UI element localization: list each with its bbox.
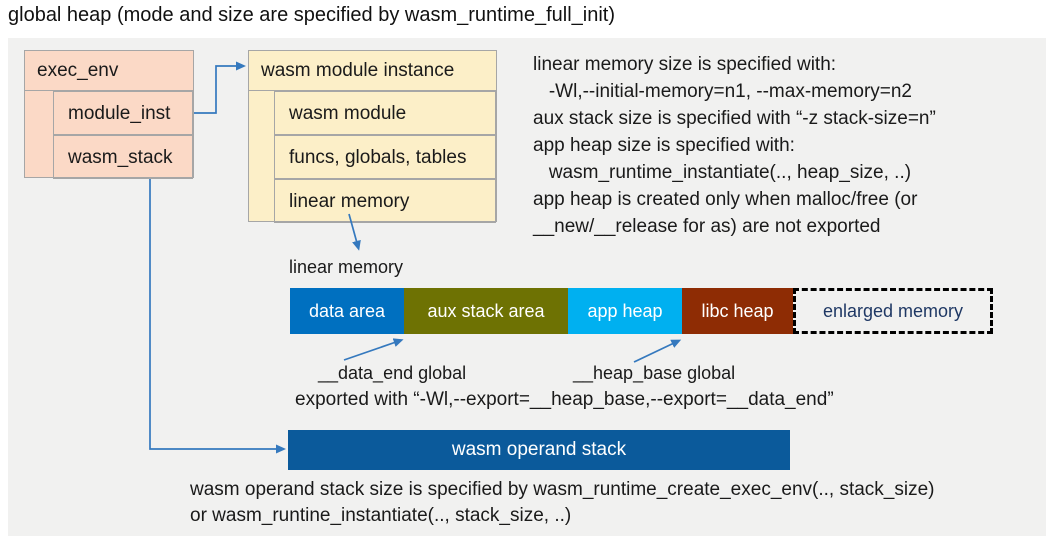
note-line: app heap size is specified with: [533, 135, 795, 156]
memory-size-notes: linear memory size is specified with: -W… [533, 51, 936, 240]
operand-stack-note-line1: wasm operand stack size is specified by … [190, 479, 935, 500]
segment-libc-heap: libc heap [682, 288, 793, 334]
wasm-operand-stack-bar: wasm operand stack [288, 430, 790, 470]
exec-env-header: exec_env [25, 51, 193, 91]
linear-memory-label: linear memory [289, 257, 404, 277]
module-instance-row-wasm-module: wasm module [274, 91, 496, 135]
operand-stack-note-line2: or wasm_runtine_instantiate(.., stack_si… [190, 505, 572, 526]
segment-data-area: data area [290, 288, 404, 334]
module-instance-row-linear-memory: linear memory [274, 179, 496, 223]
note-line: aux stack size is specified with “-z sta… [533, 108, 936, 129]
heap-base-global-label: __heap_base global [573, 363, 736, 383]
segment-aux-stack-area: aux stack area [404, 288, 568, 334]
note-line: linear memory size is specified with: [533, 54, 837, 75]
data-end-global-label: __data_end global [318, 363, 467, 383]
note-line: __new/__release for as) are not exported [533, 216, 881, 237]
operand-stack-note: wasm operand stack size is specified by … [190, 477, 935, 529]
wasm-module-instance-box: wasm module instance wasm module funcs, … [248, 50, 497, 223]
export-flags-note: exported with “-Wl,--export=__heap_base,… [295, 389, 834, 410]
page-title: global heap (mode and size are specified… [8, 4, 615, 26]
module-instance-row-funcs-globals-tables: funcs, globals, tables [274, 135, 496, 179]
wasm-module-instance-header: wasm module instance [249, 51, 496, 91]
note-line: wasm_runtime_instantiate(.., heap_size, … [533, 162, 912, 183]
segment-enlarged-memory: enlarged memory [793, 288, 993, 334]
note-line: app heap is created only when malloc/fre… [533, 189, 918, 210]
note-line: -Wl,--initial-memory=n1, --max-memory=n2 [533, 81, 912, 102]
segment-app-heap: app heap [568, 288, 682, 334]
exec-env-row-module-inst: module_inst [53, 91, 193, 135]
exec-env-row-wasm-stack: wasm_stack [53, 135, 193, 179]
exec-env-box: exec_env module_inst wasm_stack [24, 50, 194, 179]
